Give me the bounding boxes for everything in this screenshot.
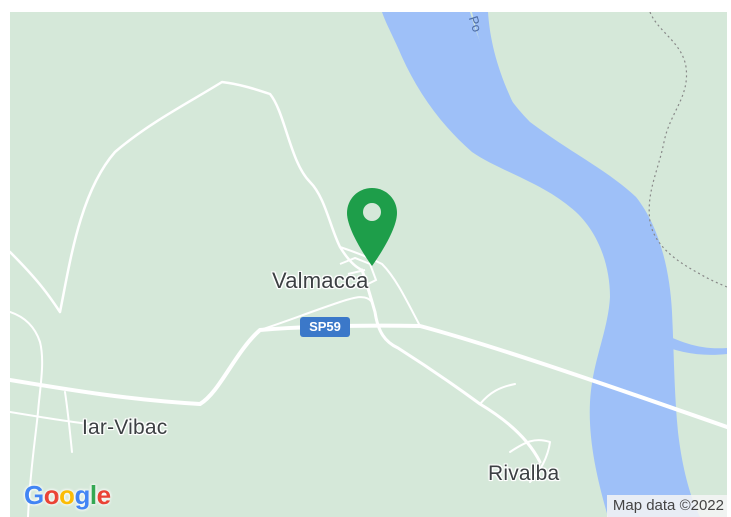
map-attribution[interactable]: Map data ©2022 [606,495,727,517]
route-shield-sp59: SP59 [300,317,350,337]
location-marker[interactable] [347,188,397,266]
logo-letter: o [59,480,75,510]
place-label-rivalba: Rivalba [488,462,560,485]
map-pin-center [363,203,381,221]
logo-letter: e [96,480,111,510]
google-logo[interactable]: Google [24,480,111,511]
roads [10,80,727,517]
map-canvas[interactable] [10,12,727,517]
place-label-iar-vibac: Iar-Vibac [82,416,168,439]
place-label-valmacca: Valmacca [272,268,369,293]
logo-letter: o [43,480,60,510]
map-view[interactable]: Po Valmacca Iar-Vibac Rivalba SP59 Googl… [10,12,727,517]
logo-letter: l [89,480,97,510]
logo-letter: g [74,480,91,510]
river-channel [472,12,515,112]
boundary-line [648,12,727,288]
logo-letter: G [24,480,44,510]
map-pin-icon[interactable] [347,188,397,266]
village-streets [339,256,378,288]
river-tributary [658,332,727,355]
